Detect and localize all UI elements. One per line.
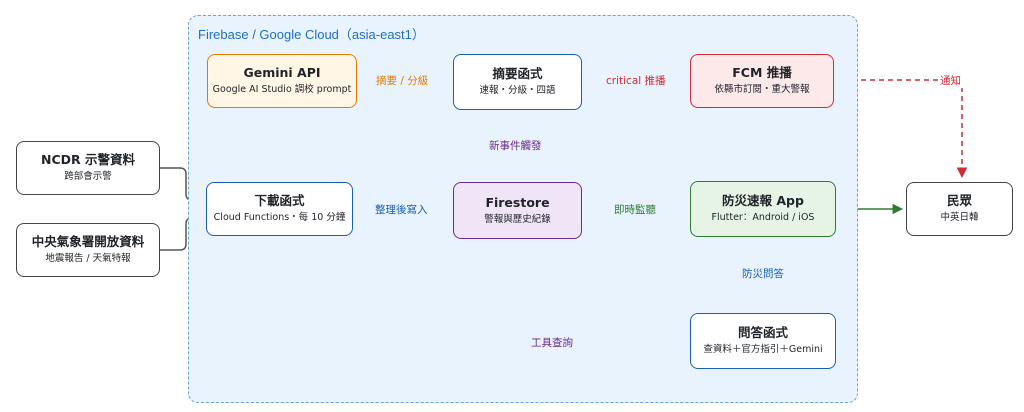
node-fcm-subtitle: 依縣市訂閱・重大警報	[714, 84, 810, 95]
edge-label-firestore-to-app: 即時監聽	[612, 202, 658, 217]
node-ncdr[interactable]: NCDR 示警資料 跨部會示警	[16, 141, 160, 195]
node-download-subtitle: Cloud Functions・每 10 分鐘	[213, 212, 346, 223]
node-cwa-title: 中央氣象署開放資料	[31, 234, 145, 249]
node-fcm-title: FCM 推播	[732, 65, 792, 80]
edge-label-firestore-to-summary: 新事件觸發	[487, 138, 544, 153]
node-firestore-subtitle: 警報與歷史紀錄	[484, 213, 551, 225]
node-cwa-subtitle: 地震報告 / 天氣特報	[45, 253, 131, 264]
node-firestore[interactable]: Firestore 警報與歷史紀錄	[453, 182, 582, 239]
node-public-subtitle: 中英日韓	[940, 212, 979, 223]
edge-label-app-to-qa: 防災問答	[740, 266, 786, 281]
node-firestore-title: Firestore	[485, 194, 550, 210]
node-ncdr-subtitle: 跨部會示警	[64, 171, 112, 182]
node-public-title: 民眾	[946, 193, 972, 208]
node-qa-subtitle: 查資料＋官方指引＋Gemini	[703, 344, 823, 355]
node-summary-subtitle: 速報・分級・四語	[479, 85, 556, 96]
edge-label-download-to-firestore: 整理後寫入	[373, 202, 430, 217]
edge-label-qa-to-firestore: 工具查詢	[529, 335, 575, 350]
node-qa[interactable]: 問答函式 查資料＋官方指引＋Gemini	[690, 313, 836, 369]
node-fcm[interactable]: FCM 推播 依縣市訂閱・重大警報	[690, 54, 834, 108]
cloud-zone-title: Firebase / Google Cloud（asia-east1）	[198, 27, 425, 42]
edge-label-summary-to-fcm: critical 推播	[604, 73, 668, 88]
node-gemini-title: Gemini API	[243, 65, 321, 80]
node-summary[interactable]: 摘要函式 速報・分級・四語	[453, 54, 582, 110]
node-qa-title: 問答函式	[737, 325, 788, 340]
node-app-subtitle: Flutter：Android / iOS	[711, 212, 815, 223]
node-download[interactable]: 下載函式 Cloud Functions・每 10 分鐘	[206, 182, 353, 236]
node-summary-title: 摘要函式	[492, 66, 543, 81]
node-download-title: 下載函式	[254, 193, 305, 208]
edge-label-fcm-to-public: 通知	[938, 73, 963, 88]
node-cwa[interactable]: 中央氣象署開放資料 地震報告 / 天氣特報	[16, 223, 160, 277]
node-app[interactable]: 防災速報 App Flutter：Android / iOS	[690, 181, 836, 237]
node-gemini[interactable]: Gemini API Google AI Studio 調校 prompt	[207, 54, 357, 108]
edge-label-summary-to-gemini: 摘要 / 分級	[374, 73, 431, 88]
node-ncdr-title: NCDR 示警資料	[41, 152, 135, 167]
node-app-title: 防災速報 App	[722, 193, 804, 208]
node-gemini-subtitle: Google AI Studio 調校 prompt	[212, 84, 352, 95]
node-public[interactable]: 民眾 中英日韓	[906, 182, 1013, 236]
